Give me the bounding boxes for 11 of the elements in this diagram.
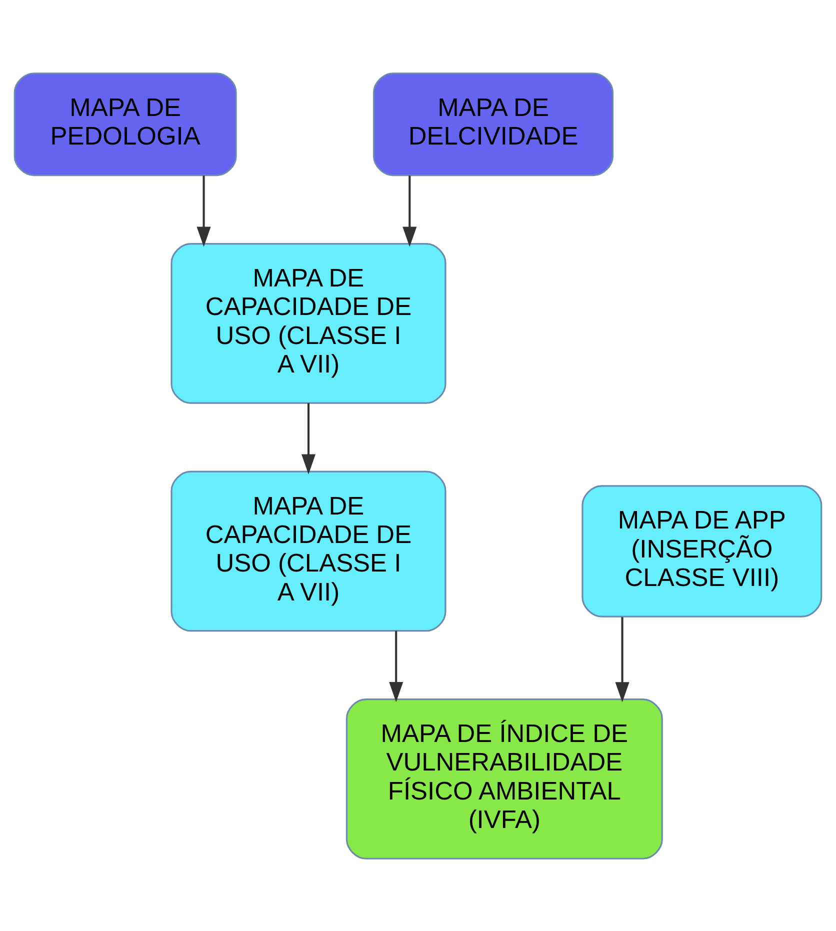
node-box: MAPA DE ÍNDICE DE VULNERABILIDADE FÍSICO AMBIENTAL (IVFA): [346, 698, 663, 859]
node-box: MAPA DE CAPACIDADE DE USO (CLASSE I A VII): [170, 470, 446, 632]
node-box: MAPA DE CAPACIDADE DE USO (CLASSE I A VII): [170, 242, 446, 404]
arrow: [615, 616, 630, 702]
arrow: [389, 630, 404, 702]
node-box: MAPA DE PEDOLOGIA: [14, 72, 237, 176]
node-box: MAPA DE DELCIVIDADE: [373, 72, 614, 176]
arrow: [196, 175, 211, 246]
arrow: [402, 175, 417, 246]
arrow: [301, 402, 316, 474]
node-box: MAPA DE APP (INSERÇÃO CLASSE VIII): [582, 484, 822, 617]
